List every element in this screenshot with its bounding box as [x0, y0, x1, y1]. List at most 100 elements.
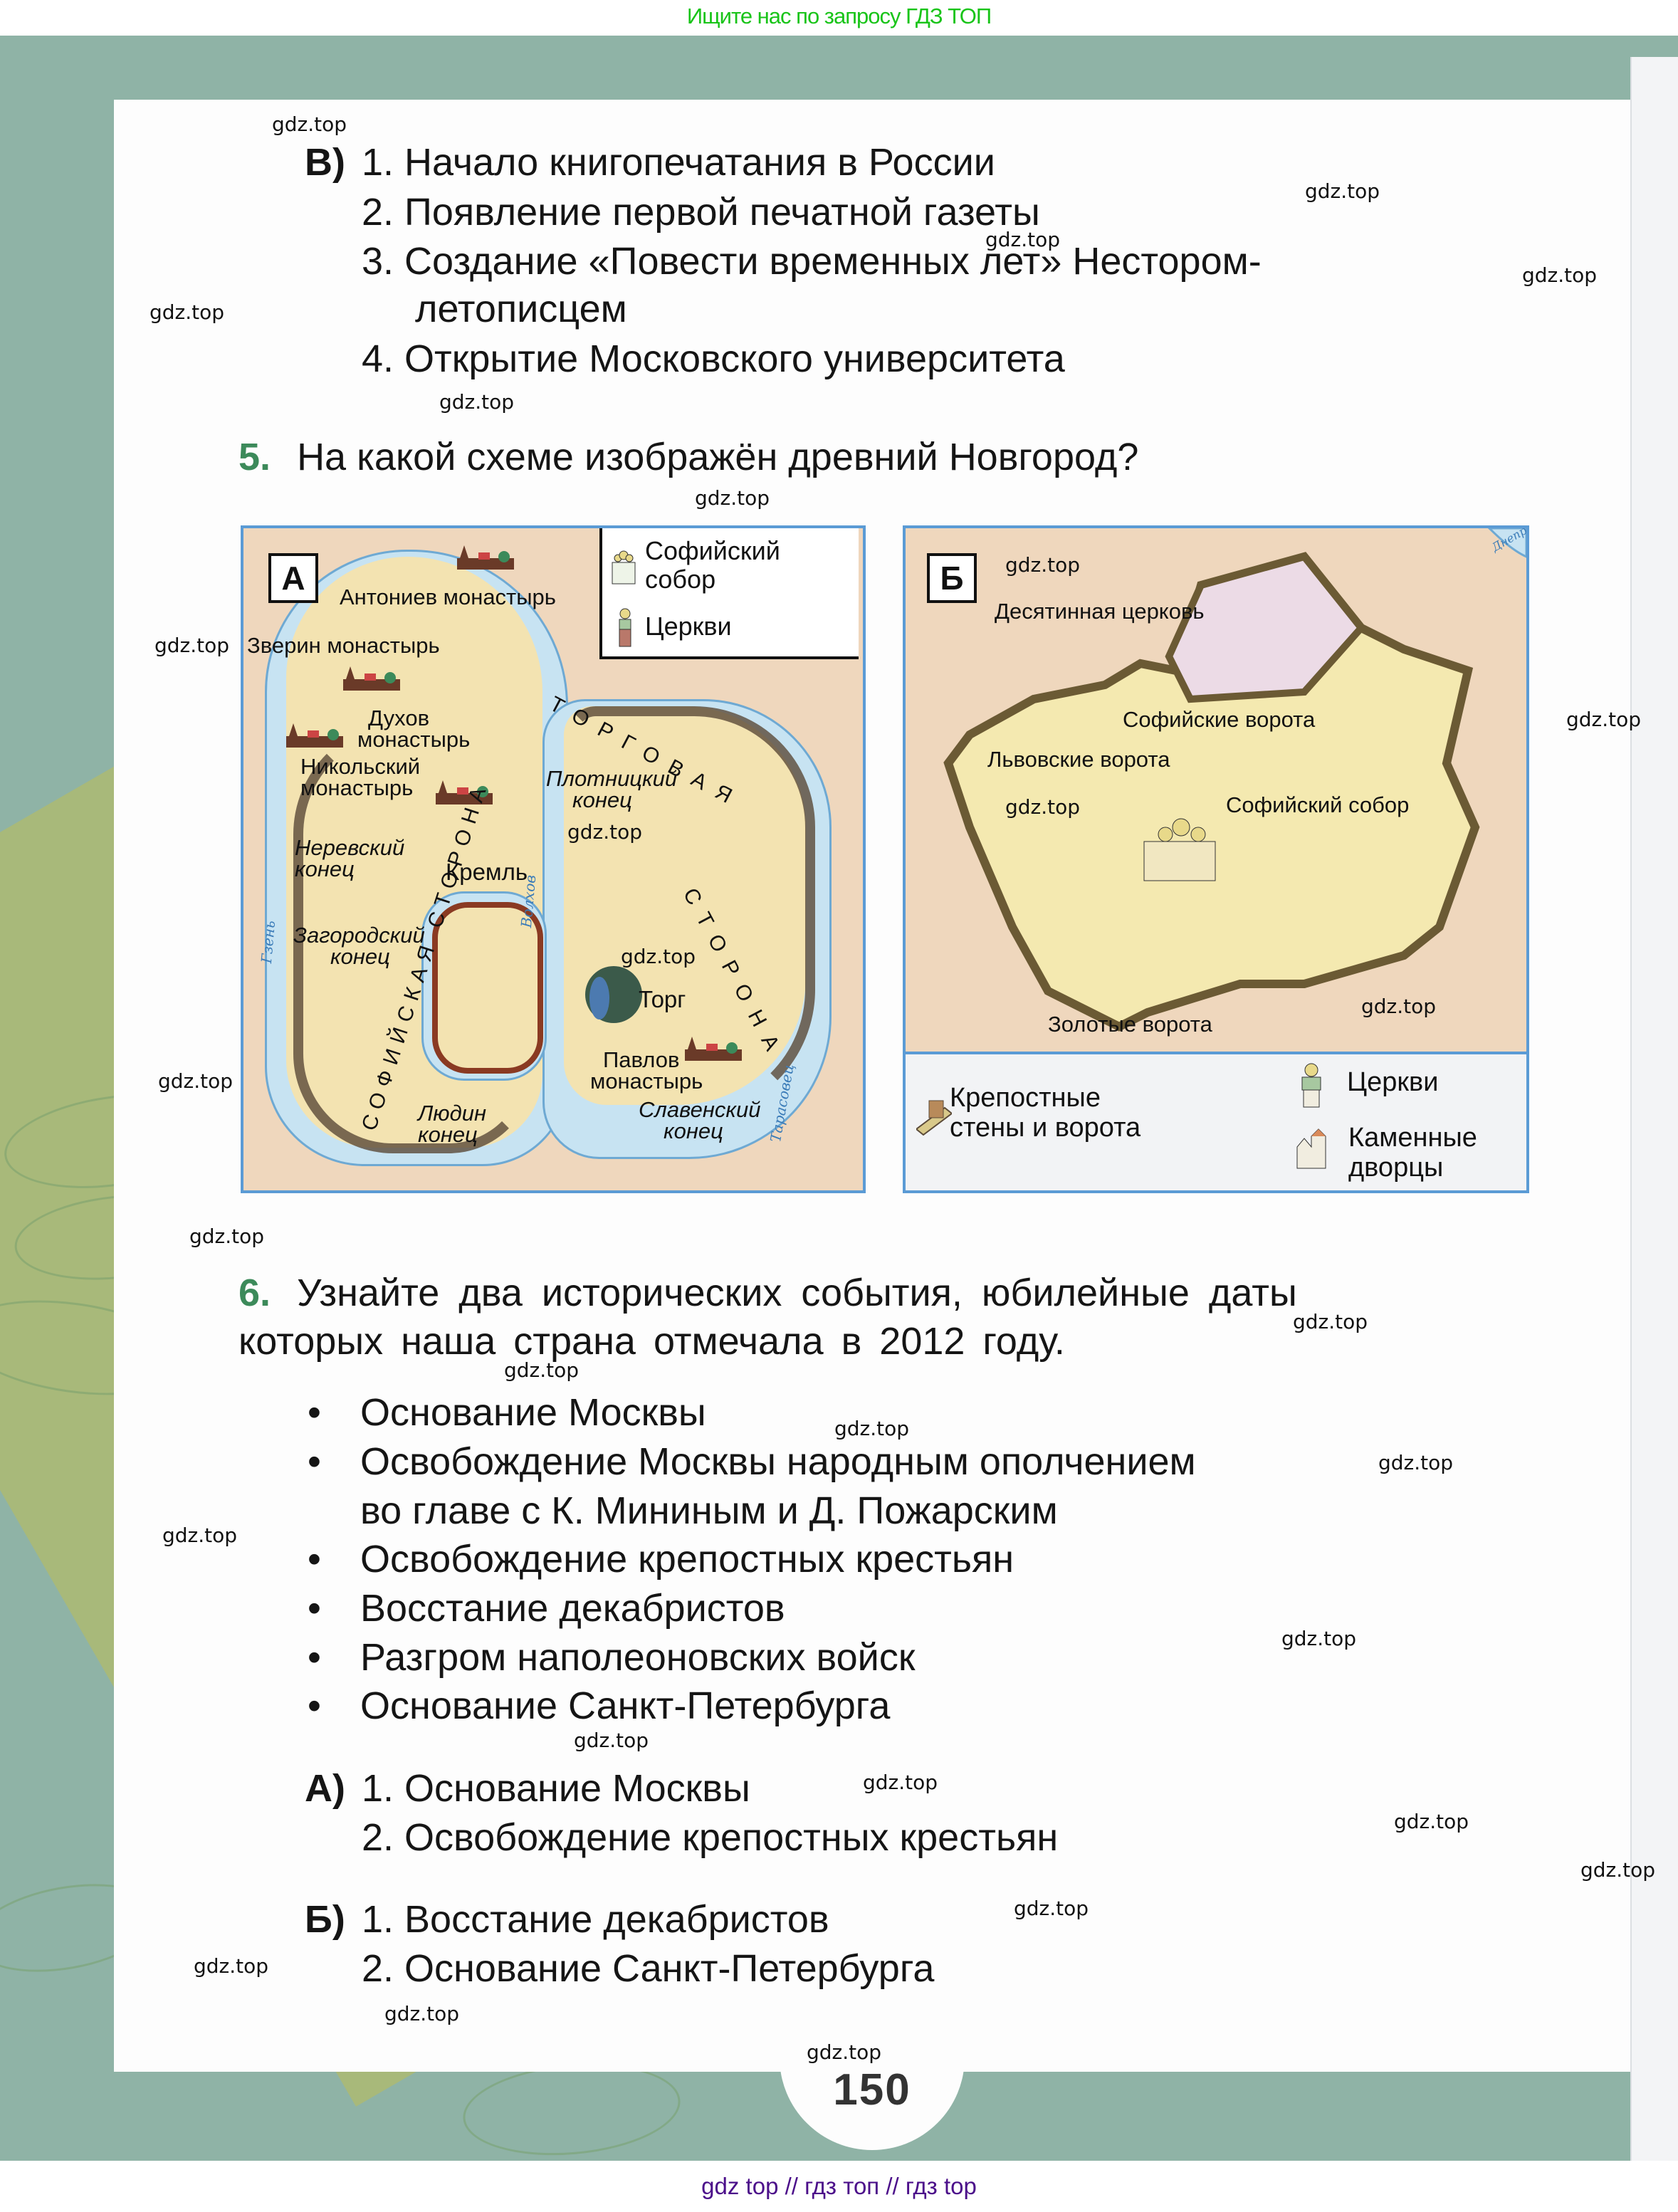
- stone-palace-icon: [1296, 1128, 1326, 1169]
- label-sofiyskie-vorota: Софийские ворота: [1123, 707, 1316, 732]
- answer-v-item-3-cont: летописцем: [415, 288, 627, 330]
- watermark: gdz.top: [1281, 1627, 1357, 1650]
- event-option: •Разгром наполеоновских войск: [308, 1636, 916, 1679]
- page-number-tab: [780, 1993, 965, 2150]
- answer-a-item-2: 2. Освобождение крепостных крестьян: [362, 1816, 1059, 1859]
- watermark: gdz.top: [189, 1225, 265, 1248]
- label-lyudin-1: Людин: [418, 1101, 486, 1126]
- answer-a-item-1: 1. Основание Москвы: [362, 1767, 750, 1810]
- sofia-cathedral-icon: [612, 550, 636, 585]
- map-a-legend: Софийский собор Церкви: [599, 528, 859, 659]
- legend-churches: Церкви: [1347, 1067, 1439, 1097]
- watermark: gdz.top: [150, 300, 225, 324]
- event-option: •Освобождение Москвы народным ополчением: [308, 1440, 1196, 1483]
- watermark: gdz.top: [807, 2040, 882, 2064]
- label-plotnitsky-1: Плотницкий: [546, 766, 678, 791]
- watermark: gdz.top: [154, 634, 230, 657]
- label-zagorodsky-1: Загородский: [293, 923, 425, 948]
- top-banner-text: Ищите нас по запросу ГДЗ ТОП: [686, 4, 992, 28]
- sofia-cathedral-icon: [1143, 818, 1216, 881]
- watermark: gdz.top: [194, 1954, 269, 1978]
- answer-a-label: А): [305, 1767, 345, 1810]
- task6-heading: 6. Узнайте два исторических события, юби…: [238, 1269, 1297, 1317]
- monastery-icon: [343, 666, 400, 691]
- page-number: 150: [833, 2065, 911, 2114]
- answer-v-item-3: 3. Создание «Повести временных лет» Нест…: [362, 240, 1262, 283]
- event-option: •Освобождение крепостных крестьян: [308, 1538, 1014, 1581]
- watermark: gdz.top: [834, 1417, 910, 1440]
- event-option: •Восстание декабристов: [308, 1587, 785, 1630]
- task6-line2: которых наша страна отмечала в 2012 году…: [238, 1320, 1065, 1363]
- label-pavlov-2: монастырь: [590, 1069, 703, 1094]
- bottom-banner-text: gdz top // гдз топ // гдз top: [701, 2173, 977, 2199]
- label-nerevsky-2: конец: [295, 856, 355, 881]
- fortress-wall-icon: [916, 1100, 952, 1136]
- monastery-icon: [457, 545, 514, 570]
- watermark: gdz.top: [1293, 1310, 1368, 1333]
- legend-walls-line1: Крепостные: [950, 1083, 1101, 1113]
- watermark: gdz.top: [1005, 553, 1081, 577]
- bottom-banner: gdz top // гдз топ // гдз top: [0, 2161, 1678, 2212]
- answer-v-label: В): [305, 141, 345, 184]
- label-nikolsky-2: монастырь: [300, 775, 414, 800]
- watermark: gdz.top: [574, 1729, 649, 1752]
- answer-v-item-2: 2. Появление первой печатной газеты: [362, 191, 1040, 234]
- watermark: gdz.top: [1522, 263, 1598, 287]
- label-zagorodsky-2: конец: [330, 944, 390, 969]
- answer-v-item-4: 4. Открытие Московского университета: [362, 337, 1065, 380]
- church-icon: [1301, 1063, 1321, 1108]
- watermark: gdz.top: [1014, 1897, 1089, 1920]
- answer-v-item-1: 1. Начало книгопечатания в России: [362, 141, 995, 184]
- map-b: Б Десятинная церковь Софийские ворота Ль…: [903, 525, 1529, 1193]
- task5-question: На какой схеме изображён древний Новгоро…: [297, 436, 1139, 478]
- label-slavensky-1: Славенский: [639, 1097, 761, 1122]
- label-nikolsky-1: Никольский: [300, 754, 421, 779]
- watermark: gdz.top: [695, 486, 770, 510]
- label-sofiysky-sobor: Софийский собор: [1226, 792, 1410, 817]
- label-dukhov-2: монастырь: [357, 727, 471, 752]
- top-banner: Ищите нас по запросу ГДЗ ТОП: [0, 0, 1678, 36]
- adjacent-page-edge: [1630, 57, 1678, 2161]
- label-slavensky-2: конец: [664, 1118, 723, 1143]
- watermark: gdz.top: [1361, 995, 1437, 1018]
- watermark: gdz.top: [1566, 708, 1642, 731]
- watermark: gdz.top: [1394, 1810, 1469, 1833]
- legend-churches: Церкви: [645, 612, 732, 641]
- legend-sofia-line1: Софийский: [645, 536, 780, 565]
- label-lvovskie-vorota: Львовские ворота: [987, 747, 1170, 772]
- event-option-cont: во главе с К. Мининым и Д. Пожарским: [360, 1489, 1058, 1532]
- watermark: gdz.top: [863, 1771, 938, 1794]
- map-b-legend: Крепостные стены и ворота Церкви Каменны…: [906, 1052, 1526, 1190]
- label-zolotye-vorota: Золотые ворота: [1048, 1012, 1212, 1037]
- label-lyudin-2: конец: [418, 1122, 478, 1147]
- watermark: gdz.top: [384, 2002, 460, 2025]
- answer-b-label: Б): [305, 1898, 345, 1941]
- watermark: gdz.top: [985, 228, 1061, 251]
- watermark: gdz.top: [272, 112, 347, 136]
- label-nerevsky-1: Неревский: [295, 835, 405, 860]
- task5-number: 5.: [238, 436, 271, 478]
- monastery-icon: [286, 723, 343, 748]
- event-option: •Основание Москвы: [308, 1391, 706, 1434]
- task6-line1: Узнайте два исторических события, юбилей…: [297, 1272, 1297, 1314]
- label-antoniev: Антониев монастырь: [340, 585, 556, 609]
- watermark: gdz.top: [1580, 1858, 1656, 1882]
- label-torg: Торг: [639, 986, 686, 1012]
- label-pavlov-1: Павлов: [603, 1047, 680, 1072]
- event-option: •Основание Санкт-Петербурга: [308, 1684, 891, 1727]
- label-kremlin: Кремль: [446, 859, 528, 885]
- map-a: А Софийский собор Церкви Антониев монаст…: [241, 525, 866, 1193]
- legend-palaces-line2: дворцы: [1348, 1153, 1444, 1183]
- watermark: gdz.top: [1005, 795, 1081, 819]
- monastery-icon: [436, 780, 493, 804]
- map-a-letter: А: [268, 553, 318, 603]
- church-icon: [619, 608, 631, 647]
- kiev-fortress-walls: [943, 528, 1526, 1032]
- watermark: gdz.top: [158, 1069, 234, 1093]
- watermark: gdz.top: [504, 1358, 580, 1382]
- legend-sofia-line2: собор: [645, 565, 716, 594]
- legend-palaces-line1: Каменные: [1348, 1123, 1477, 1153]
- task6-number: 6.: [238, 1272, 271, 1314]
- label-dukhov-1: Духов: [368, 706, 430, 730]
- watermark: gdz.top: [162, 1524, 238, 1547]
